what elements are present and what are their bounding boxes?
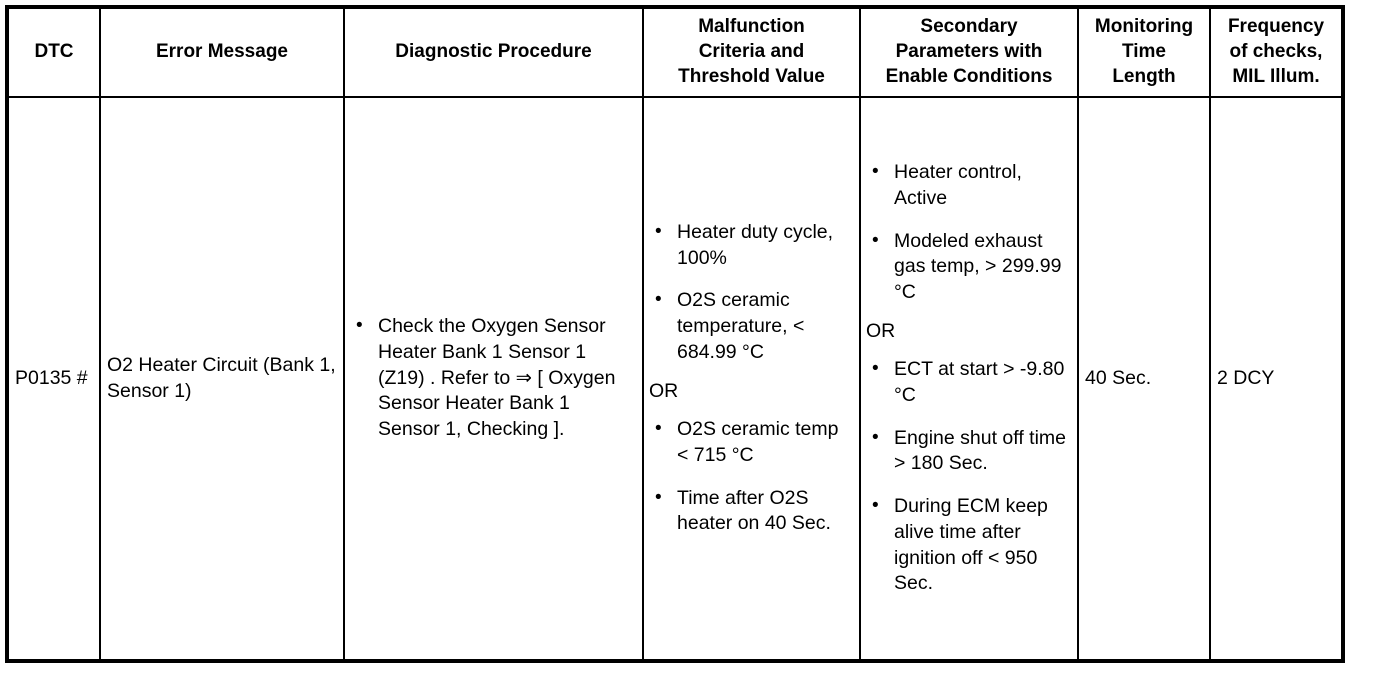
secondary-parameters-group-2: ECT at start > -9.80 °C Engine shut off … bbox=[866, 356, 1072, 597]
header-line-3: MIL Illum. bbox=[1232, 65, 1320, 87]
parameter-text: Modeled exhaust gas temp, > 299.99 °C bbox=[894, 229, 1062, 303]
column-header-frequency-of-checks: Frequency of checks, MIL Illum. bbox=[1209, 6, 1344, 98]
column-header-monitoring-time-length: Monitoring Time Length bbox=[1077, 6, 1211, 98]
header-line-2: Time bbox=[1121, 41, 1166, 63]
table-header: DTC Error Message Diagnostic Procedure M… bbox=[6, 6, 1344, 98]
monitoring-time-value: 40 Sec. bbox=[1085, 366, 1152, 389]
diagnostic-procedure-list: Check the Oxygen Sensor Heater Bank 1 Se… bbox=[350, 313, 637, 443]
list-item: Engine shut off time > 180 Sec. bbox=[866, 425, 1072, 477]
header-line-1: Monitoring bbox=[1094, 16, 1194, 38]
parameter-text: Engine shut off time > 180 Sec. bbox=[894, 426, 1066, 475]
frequency-value: 2 DCY bbox=[1217, 366, 1275, 389]
criteria-text: O2S ceramic temperature, < 684.99 °C bbox=[677, 289, 805, 363]
header-text-diagnostic-procedure: Diagnostic Procedure bbox=[395, 41, 592, 63]
header-line-2: Criteria and bbox=[698, 41, 805, 63]
list-item: O2S ceramic temperature, < 684.99 °C bbox=[649, 287, 854, 365]
header-line-1: Secondary bbox=[920, 16, 1018, 38]
criteria-text: O2S ceramic temp < 715 °C bbox=[677, 418, 839, 466]
column-header-secondary-parameters: Secondary Parameters with Enable Conditi… bbox=[859, 6, 1079, 98]
cell-dtc: P0135 # bbox=[6, 96, 101, 662]
criteria-text: Heater duty cycle, 100% bbox=[677, 221, 834, 269]
list-item: Heater control, Active bbox=[866, 159, 1072, 211]
header-line-2: of checks, bbox=[1229, 41, 1323, 63]
list-item: ECT at start > -9.80 °C bbox=[866, 356, 1072, 408]
list-item: Heater duty cycle, 100% bbox=[649, 219, 854, 271]
cell-diagnostic-procedure: Check the Oxygen Sensor Heater Bank 1 Se… bbox=[343, 96, 644, 662]
column-header-error-message: Error Message bbox=[99, 6, 345, 98]
cell-frequency-of-checks: 2 DCY bbox=[1209, 96, 1344, 662]
list-item: Time after O2S heater on 40 Sec. bbox=[649, 485, 854, 537]
header-line-3: Enable Conditions bbox=[885, 65, 1053, 87]
cell-malfunction-criteria: Heater duty cycle, 100% O2S ceramic temp… bbox=[642, 96, 861, 662]
dtc-diagnostic-table: DTC Error Message Diagnostic Procedure M… bbox=[5, 5, 1345, 663]
criteria-text: Time after O2S heater on 40 Sec. bbox=[677, 486, 831, 535]
secondary-parameters-group-1: Heater control, Active Modeled exhaust g… bbox=[866, 159, 1072, 306]
malfunction-criteria-group-2: O2S ceramic temp < 715 °C Time after O2S… bbox=[649, 416, 854, 537]
diagnostic-procedure-text: Check the Oxygen Sensor Heater Bank 1 Se… bbox=[378, 315, 616, 441]
header-text-error-message: Error Message bbox=[155, 41, 288, 63]
column-header-diagnostic-procedure: Diagnostic Procedure bbox=[343, 6, 644, 98]
header-line-2: Parameters with bbox=[895, 41, 1043, 63]
column-header-malfunction-criteria: Malfunction Criteria and Threshold Value bbox=[642, 6, 861, 98]
cell-error-message: O2 Heater Circuit (Bank 1, Sensor 1) bbox=[99, 96, 345, 662]
list-item: Check the Oxygen Sensor Heater Bank 1 Se… bbox=[350, 313, 637, 443]
malfunction-or-separator: OR bbox=[649, 379, 679, 402]
malfunction-criteria-group-1: Heater duty cycle, 100% O2S ceramic temp… bbox=[649, 219, 854, 366]
table-body: P0135 # O2 Heater Circuit (Bank 1, Senso… bbox=[6, 96, 1344, 662]
header-line-3: Threshold Value bbox=[678, 65, 825, 87]
header-line-3: Length bbox=[1112, 65, 1176, 87]
parameter-text: Heater control, Active bbox=[894, 161, 1022, 209]
header-row: DTC Error Message Diagnostic Procedure M… bbox=[6, 6, 1344, 98]
list-item: During ECM keep alive time after ignitio… bbox=[866, 493, 1072, 597]
secondary-or-separator: OR bbox=[866, 319, 896, 342]
cell-monitoring-time-length: 40 Sec. bbox=[1077, 96, 1211, 662]
table-row: P0135 # O2 Heater Circuit (Bank 1, Senso… bbox=[6, 96, 1344, 662]
list-item: Modeled exhaust gas temp, > 299.99 °C bbox=[866, 227, 1072, 306]
parameter-text: ECT at start > -9.80 °C bbox=[894, 358, 1065, 406]
header-line-1: Frequency bbox=[1227, 16, 1325, 38]
cell-secondary-parameters: Heater control, Active Modeled exhaust g… bbox=[859, 96, 1079, 662]
header-line-1: Malfunction bbox=[698, 16, 805, 38]
parameter-text: During ECM keep alive time after ignitio… bbox=[894, 495, 1048, 595]
error-message-text: O2 Heater Circuit (Bank 1, Sensor 1) bbox=[107, 353, 336, 402]
dtc-code: P0135 # bbox=[15, 366, 88, 389]
list-item: O2S ceramic temp < 715 °C bbox=[649, 416, 854, 468]
column-header-dtc: DTC bbox=[6, 6, 101, 98]
header-text-dtc: DTC bbox=[34, 41, 74, 63]
